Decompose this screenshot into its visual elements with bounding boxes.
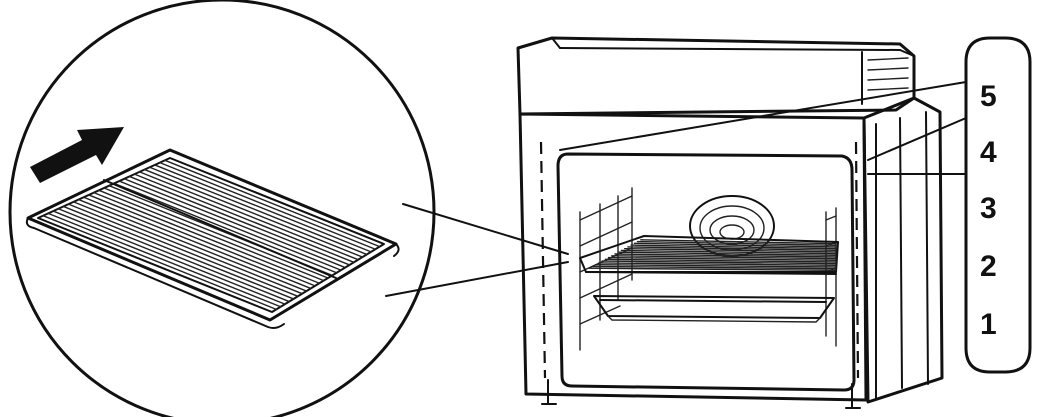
level-label-2: 2 <box>980 250 997 283</box>
rack-wire <box>82 196 312 290</box>
door-seal-right <box>854 141 860 379</box>
magnifier-callout <box>8 0 569 417</box>
rack-wire <box>143 168 364 258</box>
rack-wire <box>128 175 351 266</box>
rack-wire <box>98 189 325 282</box>
rack-wire <box>88 194 316 287</box>
level-pointer-mid <box>867 117 967 161</box>
rack-wire <box>72 201 303 295</box>
rack-center-rail <box>103 179 337 279</box>
wire-rack-in-oven <box>579 235 839 275</box>
rack-wire <box>47 212 282 308</box>
rack-wire <box>123 178 346 269</box>
rack-wire <box>113 182 338 274</box>
oven-rack-wire <box>607 256 837 262</box>
level-scale-panel <box>964 36 1032 374</box>
oven-rack-wire <box>627 246 837 252</box>
oven-front-frame <box>518 112 868 402</box>
baking-tray <box>593 295 835 323</box>
rack-wire <box>148 166 368 256</box>
shelf-ladder-left <box>579 187 633 351</box>
oven-rack-wire <box>588 267 837 272</box>
oven-rack-wire <box>594 263 837 268</box>
rack-wire <box>154 164 372 253</box>
level-pointer-upper <box>559 81 967 151</box>
shelf-level-indicator: 5 4 3 2 1 <box>559 36 1032 374</box>
oven-rack-wire <box>630 244 837 250</box>
rack-wire <box>52 210 286 305</box>
oven-rack-wire <box>636 240 837 247</box>
door-seal-left <box>539 141 547 379</box>
oven-rack-wire <box>640 239 837 245</box>
rack-wire <box>42 214 278 311</box>
magnifier-circle <box>8 0 436 417</box>
rack-wire <box>57 208 290 303</box>
oven-cabinet <box>516 36 944 409</box>
rack-wire <box>138 171 359 261</box>
connector-line-upper <box>402 203 569 255</box>
rack-wire <box>67 203 299 298</box>
rack-wire <box>164 159 381 248</box>
oven-rack-wire <box>604 258 837 263</box>
oven-rack-wire <box>623 247 837 253</box>
level-label-4: 4 <box>980 136 997 169</box>
rack-wire <box>118 180 342 271</box>
rack-wire <box>93 191 321 284</box>
shelf-ladder-right <box>825 207 837 347</box>
oven-rack-wire <box>611 255 837 260</box>
level-label-3: 3 <box>980 192 997 225</box>
level-label-5: 5 <box>980 80 997 113</box>
rack-wire <box>62 205 295 300</box>
oven-rack-wire <box>591 265 837 270</box>
rack-wire <box>133 173 355 264</box>
rack-wire <box>77 198 308 292</box>
arrow-right-icon <box>30 127 124 183</box>
level-label-1: 1 <box>980 308 997 341</box>
rack-wire <box>103 187 329 279</box>
oven-cavity <box>556 152 856 392</box>
oven-rack-wire <box>620 249 837 255</box>
oven-rack-wire <box>617 251 837 257</box>
oven-feet <box>541 379 861 409</box>
oven-side-panel <box>862 96 944 404</box>
connector-line-lower <box>385 261 569 297</box>
oven-rack-wire <box>633 242 837 248</box>
wire-rack-magnified <box>25 148 400 329</box>
rack-wire <box>159 161 377 250</box>
oven-rack-wire <box>601 260 837 265</box>
oven-rack-wire <box>614 253 837 258</box>
oven-rack-wire <box>598 262 837 267</box>
